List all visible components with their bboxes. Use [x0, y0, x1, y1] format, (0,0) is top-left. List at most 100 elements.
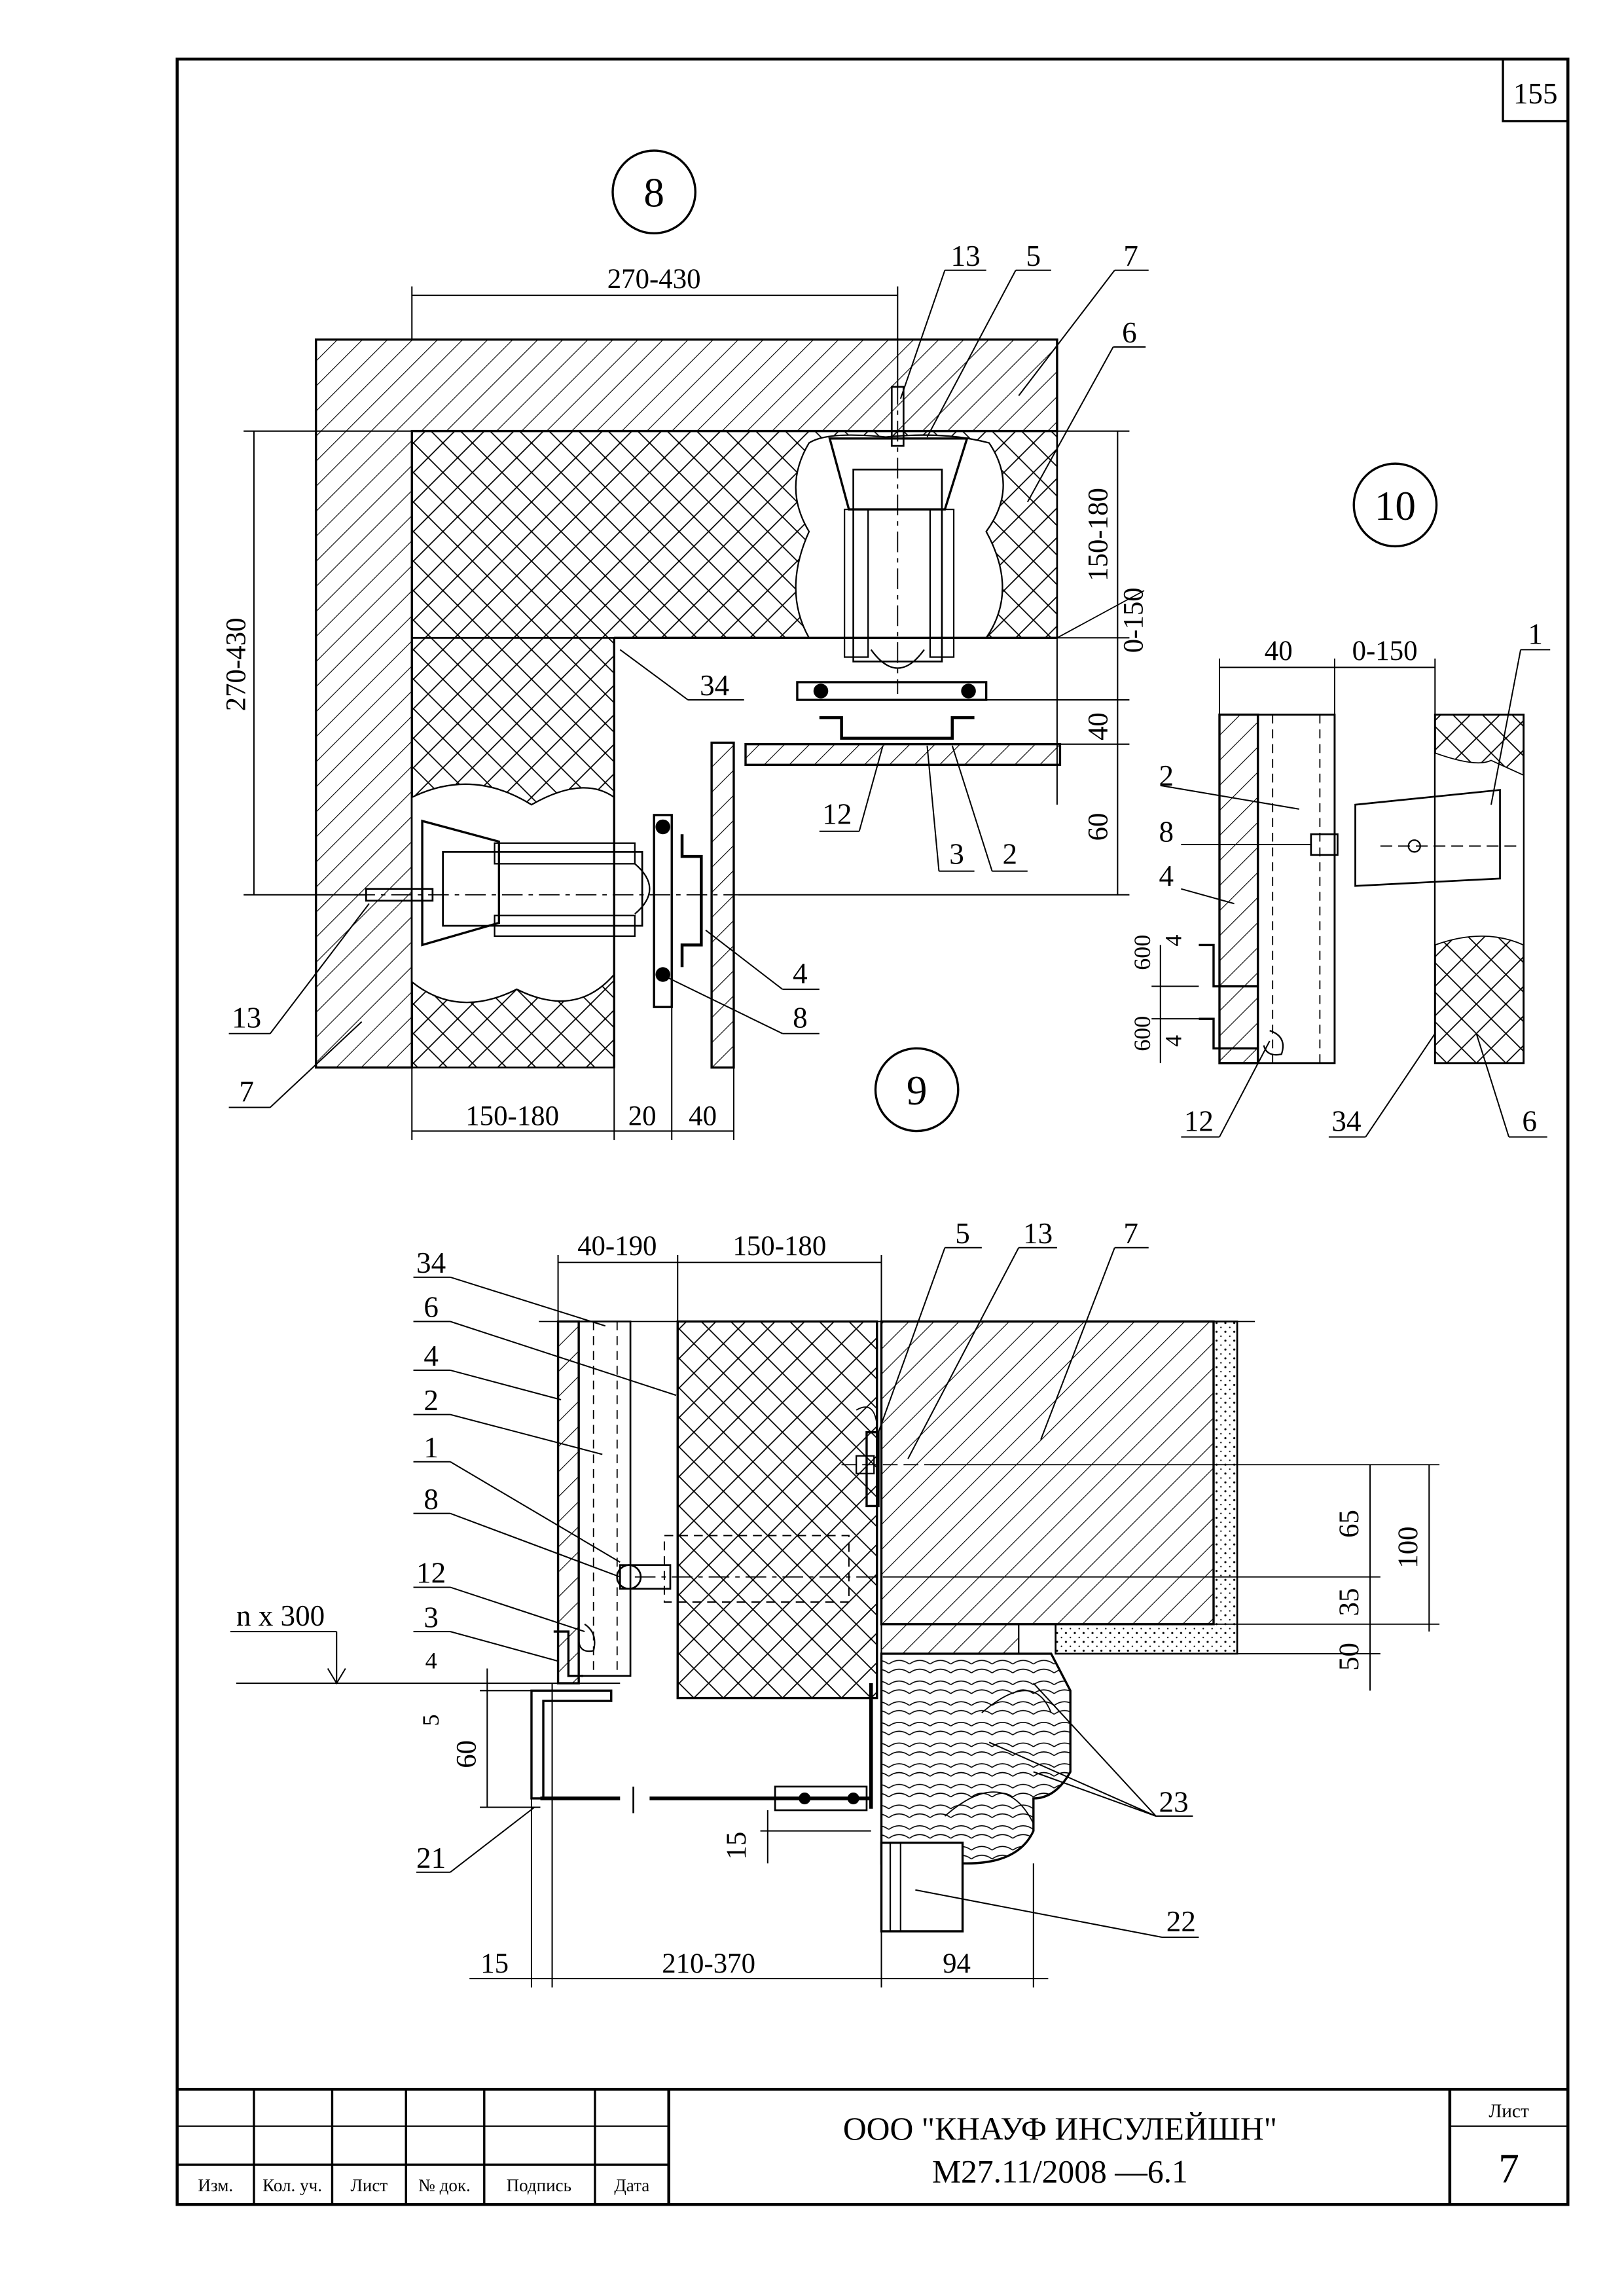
cutout-top	[795, 434, 1004, 639]
dim-0-150: 0-150	[1119, 587, 1149, 653]
dim-width-top: 270-430	[607, 264, 701, 295]
lower-dim-15-vertical: 15	[721, 1832, 752, 1860]
label-2-detail8: 2	[1002, 837, 1017, 870]
lower-dim-40-190: 40-190	[577, 1231, 657, 1262]
lower-dim-150-180: 150-180	[732, 1231, 826, 1262]
detail-9-callout: 9	[907, 1068, 928, 1114]
lower-label-34: 34	[416, 1247, 446, 1279]
lower-dim-50: 50	[1334, 1643, 1365, 1671]
label-13-left: 13	[232, 1002, 261, 1034]
lower-dim-65: 65	[1334, 1510, 1365, 1538]
d10-profile	[1257, 714, 1336, 1065]
label-3-detail8: 3	[949, 837, 964, 870]
tb-header-kol-uch: Кол. уч.	[262, 2176, 322, 2195]
d10-label-1: 1	[1528, 617, 1543, 650]
label-7-top: 7	[1123, 240, 1138, 272]
page-number: 155	[1513, 77, 1558, 110]
lower-dim-60: 60	[451, 1740, 482, 1768]
cladding-vertical	[710, 741, 735, 1069]
page-number-box	[1502, 58, 1569, 122]
label-7-left: 7	[239, 1075, 254, 1108]
detail-lower: 40-190 150-180 65 100 35 50 n x 300 4 5 …	[230, 1217, 1440, 1988]
lower-dim-210-370: 210-370	[662, 1948, 755, 1979]
d10-dim-600-a: 600	[1129, 935, 1155, 970]
lower-label-6: 6	[424, 1291, 439, 1324]
lower-label-13: 13	[1023, 1217, 1053, 1250]
lower-label-8: 8	[424, 1483, 439, 1516]
detail-8: 8	[221, 149, 1149, 1140]
lower-dim-35: 35	[1334, 1588, 1365, 1616]
lower-label-12: 12	[416, 1557, 446, 1590]
detail-9-callout-circle	[874, 1047, 960, 1133]
dim-40-bottom: 40	[689, 1101, 717, 1132]
d10-dim-600-b: 600	[1129, 1016, 1155, 1051]
label-6-top: 6	[1122, 316, 1137, 349]
lower-label-7: 7	[1123, 1217, 1138, 1250]
d10-bracket	[1354, 789, 1501, 887]
label-8-detail8: 8	[793, 1002, 808, 1034]
lower-profile	[577, 1321, 632, 1677]
d10-label-8: 8	[1159, 816, 1174, 848]
bracket-top	[796, 384, 988, 740]
lower-insulation	[676, 1320, 878, 1700]
cladding-horizontal	[744, 742, 1062, 766]
tb-header-podpis: Подпись	[507, 2176, 571, 2195]
detail-9: 9	[874, 1047, 960, 1133]
d10-dim-0-150: 0-150	[1352, 636, 1418, 666]
title-block: Изм. Кол. уч. Лист № док. Подпись Дата О…	[177, 2088, 1568, 2205]
lower-dim-n-x-300: n x 300	[236, 1599, 325, 1632]
lower-dim-94: 94	[943, 1948, 971, 1979]
dim-150-180-bottom: 150-180	[465, 1101, 559, 1132]
dim-150-180-vertical: 150-180	[1083, 488, 1114, 581]
lower-dim-15-bottom: 15	[480, 1948, 509, 1979]
label-34-detail8: 34	[700, 669, 729, 702]
lower-dim-100: 100	[1393, 1526, 1424, 1568]
d10-cladding	[1218, 713, 1259, 1065]
dim-60-vertical: 60	[1083, 813, 1114, 841]
d10-label-2: 2	[1159, 759, 1174, 792]
d10-label-34: 34	[1331, 1105, 1361, 1138]
lower-label-21: 21	[416, 1842, 446, 1874]
lower-label-2: 2	[424, 1384, 439, 1417]
lower-label-4: 4	[424, 1339, 439, 1372]
lower-masonry	[880, 1320, 1215, 1626]
tb-document-code: М27.11/2008 —6.1	[932, 2153, 1188, 2189]
tb-header-list: Лист	[351, 2176, 388, 2195]
detail-8-labels: 13 5 7 6 34 12 3 2 4	[228, 240, 1149, 1108]
d10-label-12: 12	[1184, 1105, 1214, 1138]
lower-label-3: 3	[424, 1601, 439, 1633]
lower-label-5: 5	[955, 1217, 970, 1250]
d10-dim-4-b: 4	[1160, 1035, 1186, 1047]
d10-label-4: 4	[1159, 860, 1174, 892]
tb-header-izm: Изм.	[198, 2176, 233, 2195]
dim-height-left: 270-430	[221, 617, 251, 711]
d10-dim-4-a: 4	[1160, 935, 1186, 947]
tb-header-data: Дата	[614, 2176, 649, 2195]
label-5-top: 5	[1026, 240, 1041, 272]
detail-8-callout: 8	[643, 170, 664, 216]
detail-10-callout-circle	[1352, 462, 1438, 548]
tb-company: ООО "КНАУФ ИНСУЛЕЙШН"	[843, 2111, 1277, 2147]
dim-40-vertical: 40	[1083, 712, 1114, 740]
lower-dim-4: 4	[425, 1647, 437, 1673]
bracket-left	[354, 814, 738, 1008]
d10-dim-40: 40	[1265, 636, 1293, 666]
detail-8-dims: 270-430 270-430 150-180 0-150 40 60 150-…	[221, 264, 1149, 1140]
window-sash	[880, 1841, 964, 1933]
tb-sheet-number: 7	[1498, 2145, 1519, 2191]
label-13-top: 13	[951, 240, 981, 272]
tb-sheet-label: Лист	[1489, 2101, 1529, 2122]
sheet-frame	[175, 57, 1570, 2206]
label-12-detail8: 12	[822, 797, 852, 830]
detail-8-callout-circle	[611, 149, 697, 235]
flashing	[530, 1689, 613, 1800]
dim-20-bottom: 20	[628, 1101, 657, 1132]
d10-label-6: 6	[1522, 1105, 1537, 1138]
detail-10: 10 40 0-150 600 4 600 4 1 2 8 4	[1129, 462, 1551, 1138]
lower-label-1: 1	[424, 1431, 439, 1464]
lower-label-22: 22	[1166, 1905, 1196, 1938]
window-frame-timber	[880, 1652, 1072, 1865]
label-4-detail8: 4	[793, 957, 808, 990]
detail-10-callout: 10	[1375, 483, 1416, 529]
